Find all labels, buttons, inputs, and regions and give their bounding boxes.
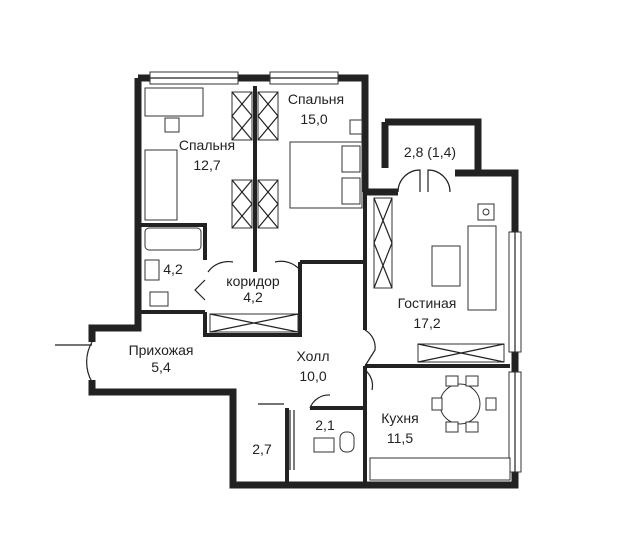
corridor-area: 4,2 <box>243 289 263 305</box>
bedroom-b-name: Спальня <box>288 91 344 107</box>
entrance-area: 5,4 <box>151 359 171 375</box>
kitchen-name: Кухня <box>381 410 418 426</box>
doors <box>55 169 451 409</box>
interior-walls <box>141 86 510 485</box>
bedroom-b-area: 15,0 <box>300 111 327 127</box>
bath-area: 4,2 <box>163 261 183 277</box>
hall-name: Холл <box>297 348 330 364</box>
hall-area: 10,0 <box>299 368 326 384</box>
bedroom-a-area: 12,7 <box>193 157 220 173</box>
room-labels: Спальня 12,7 Спальня 15,0 2,8 (1,4) 4,2 … <box>129 91 457 457</box>
living-area: 17,2 <box>413 315 440 331</box>
kitchen-area: 11,5 <box>387 430 413 446</box>
bedroom-a-name: Спальня <box>179 137 235 153</box>
living-name: Гостиная <box>398 295 457 311</box>
balcony-area: 2,8 (1,4) <box>404 144 456 160</box>
entrance-name: Прихожая <box>129 342 194 358</box>
storage-area: 2,7 <box>252 441 272 457</box>
wc-area: 2,1 <box>315 417 335 433</box>
corridor-name: коридор <box>226 273 280 289</box>
windows <box>149 71 522 473</box>
furniture <box>144 87 511 481</box>
